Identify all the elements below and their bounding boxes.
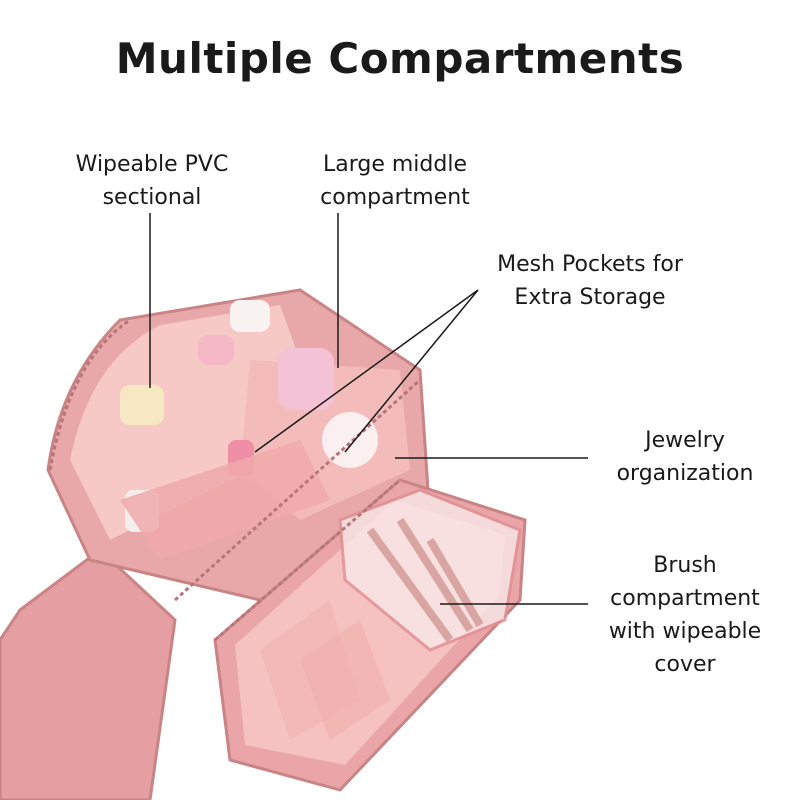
pvc-compartment-lining [70,305,300,540]
page-title: Multiple Compartments [115,34,685,83]
bottle-pink [198,335,234,365]
jar-pink [278,348,334,410]
compact-white [322,412,378,468]
bag-left-flap [0,548,177,800]
brush-compartment-label: Brush compartment with wipeable cover [608,553,762,677]
bottle-white [230,300,270,332]
mesh-pockets-label: Mesh Pockets for Extra Storage [497,252,683,310]
mesh-pocket [120,440,330,560]
leader-lines [149,213,588,605]
middle-compartment-label: Large middle compartment [320,152,470,210]
jewelry-organization-label: Jewelry organization [616,428,754,486]
pvc-section-label: Wipeable PVC sectional [75,152,229,210]
bottle-cream [120,385,164,425]
